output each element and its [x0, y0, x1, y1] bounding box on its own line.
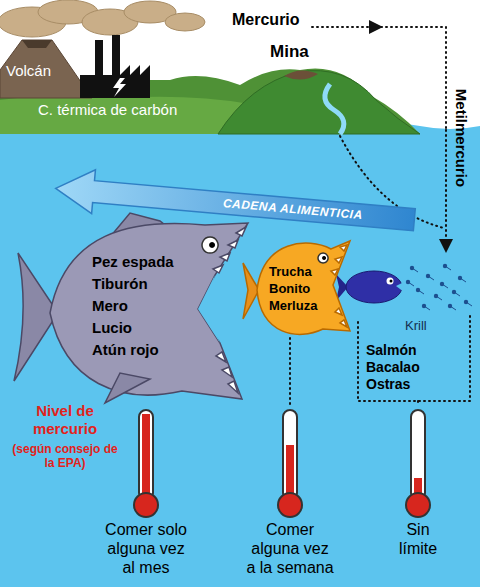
node-label: Trucha [269, 263, 317, 280]
krill-part [440, 282, 448, 288]
medium-fish-outline [257, 241, 350, 334]
node-label: Atún rojo [92, 339, 174, 361]
leader-lines-part [358, 315, 470, 401]
thermometer [278, 410, 302, 517]
node-label: Merluza [269, 297, 317, 314]
big-fish-outline [198, 275, 220, 343]
mercury-path-part [312, 26, 376, 28]
power-plant-part [80, 35, 150, 98]
species-label: Bacalao [366, 359, 420, 376]
mercury-label: Mercurio [232, 10, 300, 29]
big-fish-outline [209, 242, 215, 248]
medium-fish-outline [322, 256, 326, 260]
medium-fish: TruchaBonitoMerluza [243, 235, 351, 340]
smoke-part [165, 13, 205, 31]
node-label: CADENA ALIMENTICIA [222, 192, 363, 226]
consumption-caption: Comer alguna vez a la semana [245, 520, 335, 578]
big-fish-outline [50, 223, 248, 399]
leader-lines-part [417, 401, 419, 406]
krill-part [464, 300, 472, 306]
thermometer-part [134, 493, 158, 517]
big-fish-outline [213, 227, 246, 393]
big-fish: Pez espadaTiburónMeroLucioAtún rojo [10, 213, 250, 408]
small-fish [336, 271, 404, 303]
consumption-caption: Sin límite [387, 520, 449, 558]
consumption-caption: Comer solo alguna vez al mes [101, 520, 191, 578]
thermometer-part [406, 493, 430, 517]
volcano [0, 40, 92, 98]
krill-part [434, 294, 442, 300]
node-label: Tiburón [92, 273, 174, 295]
big-fish-outline [105, 373, 150, 403]
mine-hill-part [284, 70, 318, 79]
big-fish-outline [202, 237, 218, 253]
krill-part [426, 274, 434, 280]
node-text: Pez espadaTiburónMeroLucioAtún rojo [92, 251, 174, 361]
krill-part [406, 280, 414, 286]
power-plant [80, 35, 150, 98]
power-plant-label: C. térmica de carbón [38, 101, 177, 119]
water-part [0, 123, 480, 587]
small-fish-part [387, 278, 394, 285]
krill-part [448, 304, 456, 310]
species-label: Ostras [366, 376, 410, 393]
volcano-part [22, 40, 52, 48]
krill [406, 264, 472, 310]
water [0, 123, 480, 587]
krill-part [443, 264, 451, 270]
thermometer [406, 410, 430, 517]
epa-note: (según consejo de la EPA) [10, 442, 120, 471]
mercury-path-part [376, 27, 446, 130]
thermometer [134, 410, 158, 517]
small-fish-part [390, 280, 393, 283]
node-label: Bonito [269, 280, 317, 297]
krill-part [458, 276, 466, 282]
node-label: Pez espada [92, 251, 174, 273]
krill-label: Krill [405, 318, 427, 334]
small-fish-part [346, 271, 402, 303]
mine-hill-part [218, 71, 420, 134]
mercury-level-title: Nivel de mercurio [10, 402, 120, 438]
node-label: Lucio [92, 317, 174, 339]
mine-hill [218, 70, 420, 134]
volcano-label: Volcán [6, 62, 51, 80]
methylmercury-label: Metilmercurio [452, 89, 470, 187]
big-fish-shape [10, 213, 250, 408]
mine-hill-part [325, 84, 344, 134]
medium-fish-outline [331, 245, 347, 327]
land-part [0, 95, 250, 134]
leader-lines-part [289, 338, 291, 406]
krill-part [452, 290, 460, 296]
krill-part [410, 266, 418, 272]
small-fish-part [396, 282, 404, 292]
krill-part [422, 304, 430, 310]
node-text: CADENA ALIMENTICIA [222, 192, 363, 226]
smoke [0, 0, 205, 37]
thermometer-part [278, 493, 302, 517]
mine-label: Mina [270, 42, 309, 62]
power-plant-part [113, 78, 126, 97]
thermometer-part [142, 414, 150, 502]
mercury-path-part [445, 130, 447, 246]
node-text: TruchaBonitoMerluza [269, 263, 317, 314]
species-label: Salmón [366, 342, 417, 359]
volcano-part [0, 40, 92, 98]
krill-part [416, 288, 424, 294]
node-label: Mero [92, 295, 174, 317]
medium-fish-outline [318, 253, 328, 263]
